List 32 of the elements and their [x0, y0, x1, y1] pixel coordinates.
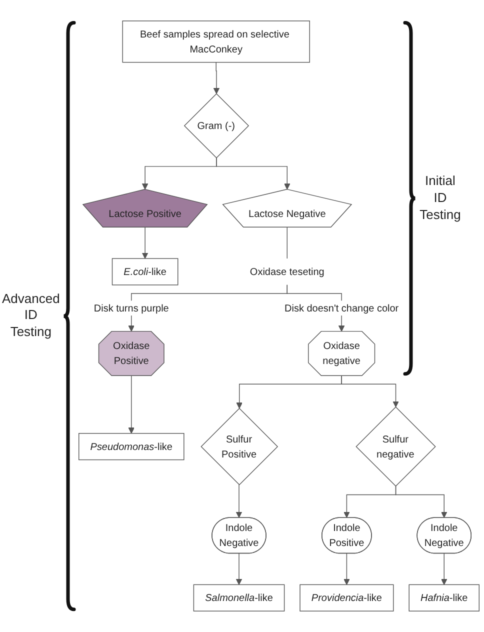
pentagon-node: Lactose Negative [222, 188, 352, 228]
decision-diamond: Sulfur Positive [200, 408, 278, 486]
octagon-node: Oxidase Positive [98, 330, 164, 376]
pentagon-node: Lactose Positive [82, 188, 208, 228]
arrow [236, 552, 242, 585]
arrow [236, 484, 242, 518]
arrow [128, 375, 135, 434]
rounded-box: Indole Positive [322, 517, 372, 554]
arrow [216, 158, 290, 190]
octagon-node: Oxidase negative [308, 330, 376, 376]
process-box: E.coli-like [112, 258, 178, 286]
rounded-box: Indole Negative [212, 517, 266, 554]
arrow [344, 552, 350, 585]
arrow [395, 486, 448, 518]
step-text: Oxidase teseting [250, 266, 324, 278]
connector-line [286, 226, 288, 259]
edge-label: Disk doesn't change color [284, 300, 399, 316]
arrow [440, 552, 448, 585]
process-box: Salmonella-like [193, 584, 285, 612]
decision-diamond: Sulfur negative [356, 406, 436, 487]
edge-label: Disk turns purple [94, 300, 169, 316]
arrow [142, 226, 148, 259]
process-box: Hafnia-like [408, 584, 480, 612]
process-box: Pseudomonas-like [78, 433, 184, 460]
process-box: Beef samples spread on selective MacConkey [122, 20, 310, 63]
arrow [341, 375, 399, 408]
section-label: Initial ID Testing [420, 172, 461, 224]
arrow [213, 62, 220, 94]
rounded-box: Indole Negative [416, 517, 472, 554]
section-label: Advanced ID Testing [2, 290, 60, 342]
process-box: Providencia-like [300, 584, 394, 612]
decision-diamond: Gram (-) [184, 93, 250, 158]
